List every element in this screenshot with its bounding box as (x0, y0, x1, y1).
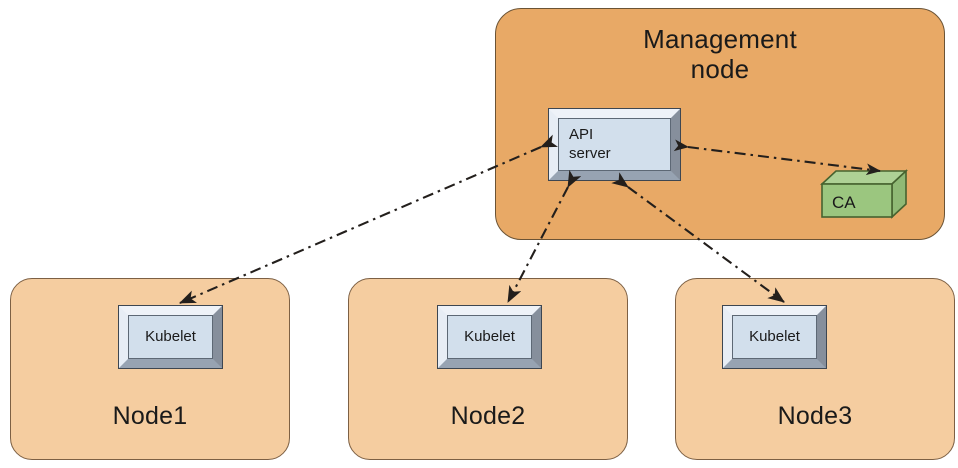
api-server-label: API server (569, 125, 611, 162)
ca-label: CA (832, 193, 856, 212)
worker-node-3-label: Node3 (777, 402, 853, 431)
kubelet-box-node1[interactable]: Kubelet (118, 305, 223, 369)
kubelet-label-node2: Kubelet (464, 327, 515, 345)
kubelet-inner-node2: Kubelet (447, 315, 532, 359)
kubelet-box-node3[interactable]: Kubelet (722, 305, 827, 369)
kubelet-inner-node3: Kubelet (732, 315, 817, 359)
worker-node-1-label: Node1 (112, 402, 188, 431)
kubelet-label-node3: Kubelet (749, 327, 800, 345)
ca-cuboid-icon (819, 169, 909, 219)
api-server-box[interactable]: API server (548, 108, 681, 181)
api-server-inner: API server (558, 118, 671, 171)
worker-node-1-container[interactable]: Node1 (10, 278, 290, 460)
worker-node-2-label: Node2 (450, 402, 526, 431)
ca-box[interactable]: CA (818, 166, 909, 220)
kubelet-inner-node1: Kubelet (128, 315, 213, 359)
kubelet-label-node1: Kubelet (145, 327, 196, 345)
management-node-label: Management node (643, 24, 797, 84)
kubelet-box-node2[interactable]: Kubelet (437, 305, 542, 369)
